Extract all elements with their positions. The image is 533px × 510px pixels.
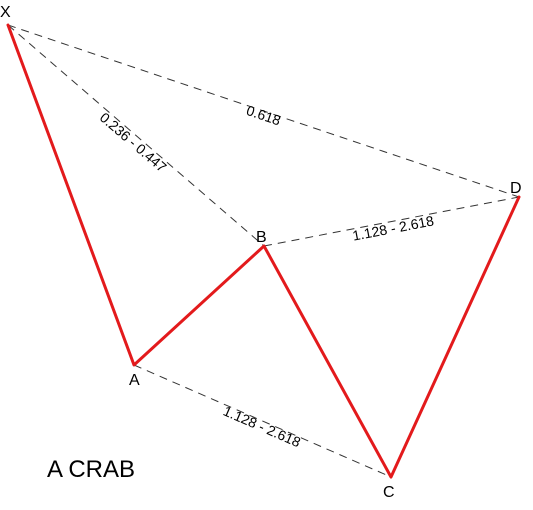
- ratio-label-x-b: 0.236 - 0.447: [97, 109, 170, 175]
- point-x-label: X: [0, 4, 11, 21]
- point-c-label: C: [383, 484, 395, 501]
- ratio-line-a-c: [133, 364, 392, 478]
- point-b-label: B: [256, 229, 267, 246]
- point-d-label: D: [510, 180, 522, 197]
- ratio-line-x-d: [7, 24, 520, 198]
- ratio-label-a-c: 1.128 - 2.618: [221, 403, 303, 451]
- ratio-line-b-d: [263, 196, 520, 247]
- ratio-label-b-d: 1.128 - 2.618: [351, 212, 435, 243]
- pattern-legs: [6, 23, 521, 479]
- pattern-title: A CRAB: [47, 456, 135, 483]
- ratio-label-x-d: 0.618: [244, 102, 283, 128]
- point-a-label: A: [129, 372, 140, 389]
- ratio-line-x-b: [7, 24, 265, 247]
